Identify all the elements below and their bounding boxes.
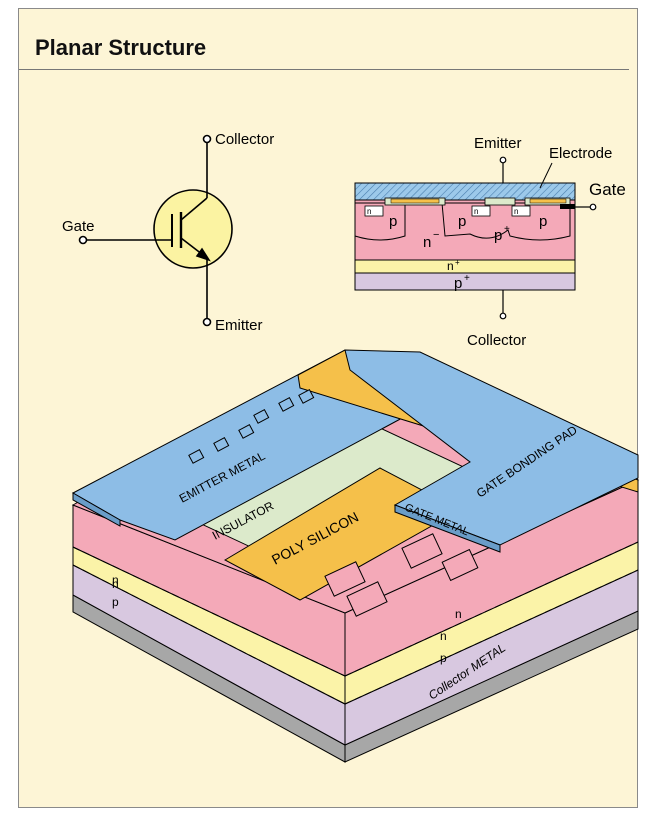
chip-n-label-right: n (455, 607, 462, 621)
chip-p-plus-label-right: p (440, 651, 447, 665)
symbol-collector-label: Collector (215, 131, 274, 148)
gate-poly-3 (530, 199, 566, 203)
chip-n-plus-label-left: n (112, 577, 119, 591)
chip-n-plus-label-right: n (440, 629, 447, 643)
electrode-layer (355, 183, 575, 200)
cs-n-minus-label: n (423, 234, 431, 251)
chip-3d (73, 350, 638, 762)
cs-n-plus-layer-label: n (447, 259, 454, 273)
cs-collector-label: Collector (467, 332, 526, 349)
cs-p-label-1: p (389, 213, 397, 230)
symbol-emitter-label: Emitter (215, 317, 263, 334)
cs-n-plus-layer-sup: + (455, 258, 460, 267)
cs-n-plus-label-1: n (367, 207, 371, 216)
cs-n-plus-label-2: n (474, 207, 478, 216)
cs-emitter-terminal (500, 157, 506, 163)
gate-oxide-2 (485, 198, 515, 205)
symbol-circle (154, 190, 232, 268)
cs-p-plus-label-well: p (494, 227, 502, 244)
cs-p-plus-layer-sup: + (464, 273, 470, 284)
cs-gate-label: Gate (589, 180, 626, 199)
cs-n-plus-label-3: n (514, 207, 518, 216)
cs-p-label-2: p (458, 213, 466, 230)
n-plus-layer (355, 260, 575, 273)
cs-p-plus-sup-well: + (504, 224, 510, 235)
symbol-gate-label: Gate (62, 218, 95, 235)
gate-contact (560, 204, 575, 209)
collector-terminal (204, 136, 211, 143)
cross-section (355, 157, 596, 319)
chip-p-plus-label-left: p (112, 595, 119, 609)
cs-electrode-label: Electrode (549, 145, 612, 162)
cs-gate-terminal (590, 204, 596, 210)
igbt-symbol (80, 136, 233, 326)
cs-n-minus-sup: − (433, 229, 439, 241)
cs-emitter-label: Emitter (474, 135, 522, 152)
cs-p-label-3: p (539, 213, 547, 230)
gate-terminal (80, 237, 87, 244)
cs-p-plus-layer-label: p (454, 275, 462, 292)
gate-poly-1 (391, 199, 439, 203)
cs-collector-terminal (500, 313, 506, 319)
emitter-terminal (204, 319, 211, 326)
